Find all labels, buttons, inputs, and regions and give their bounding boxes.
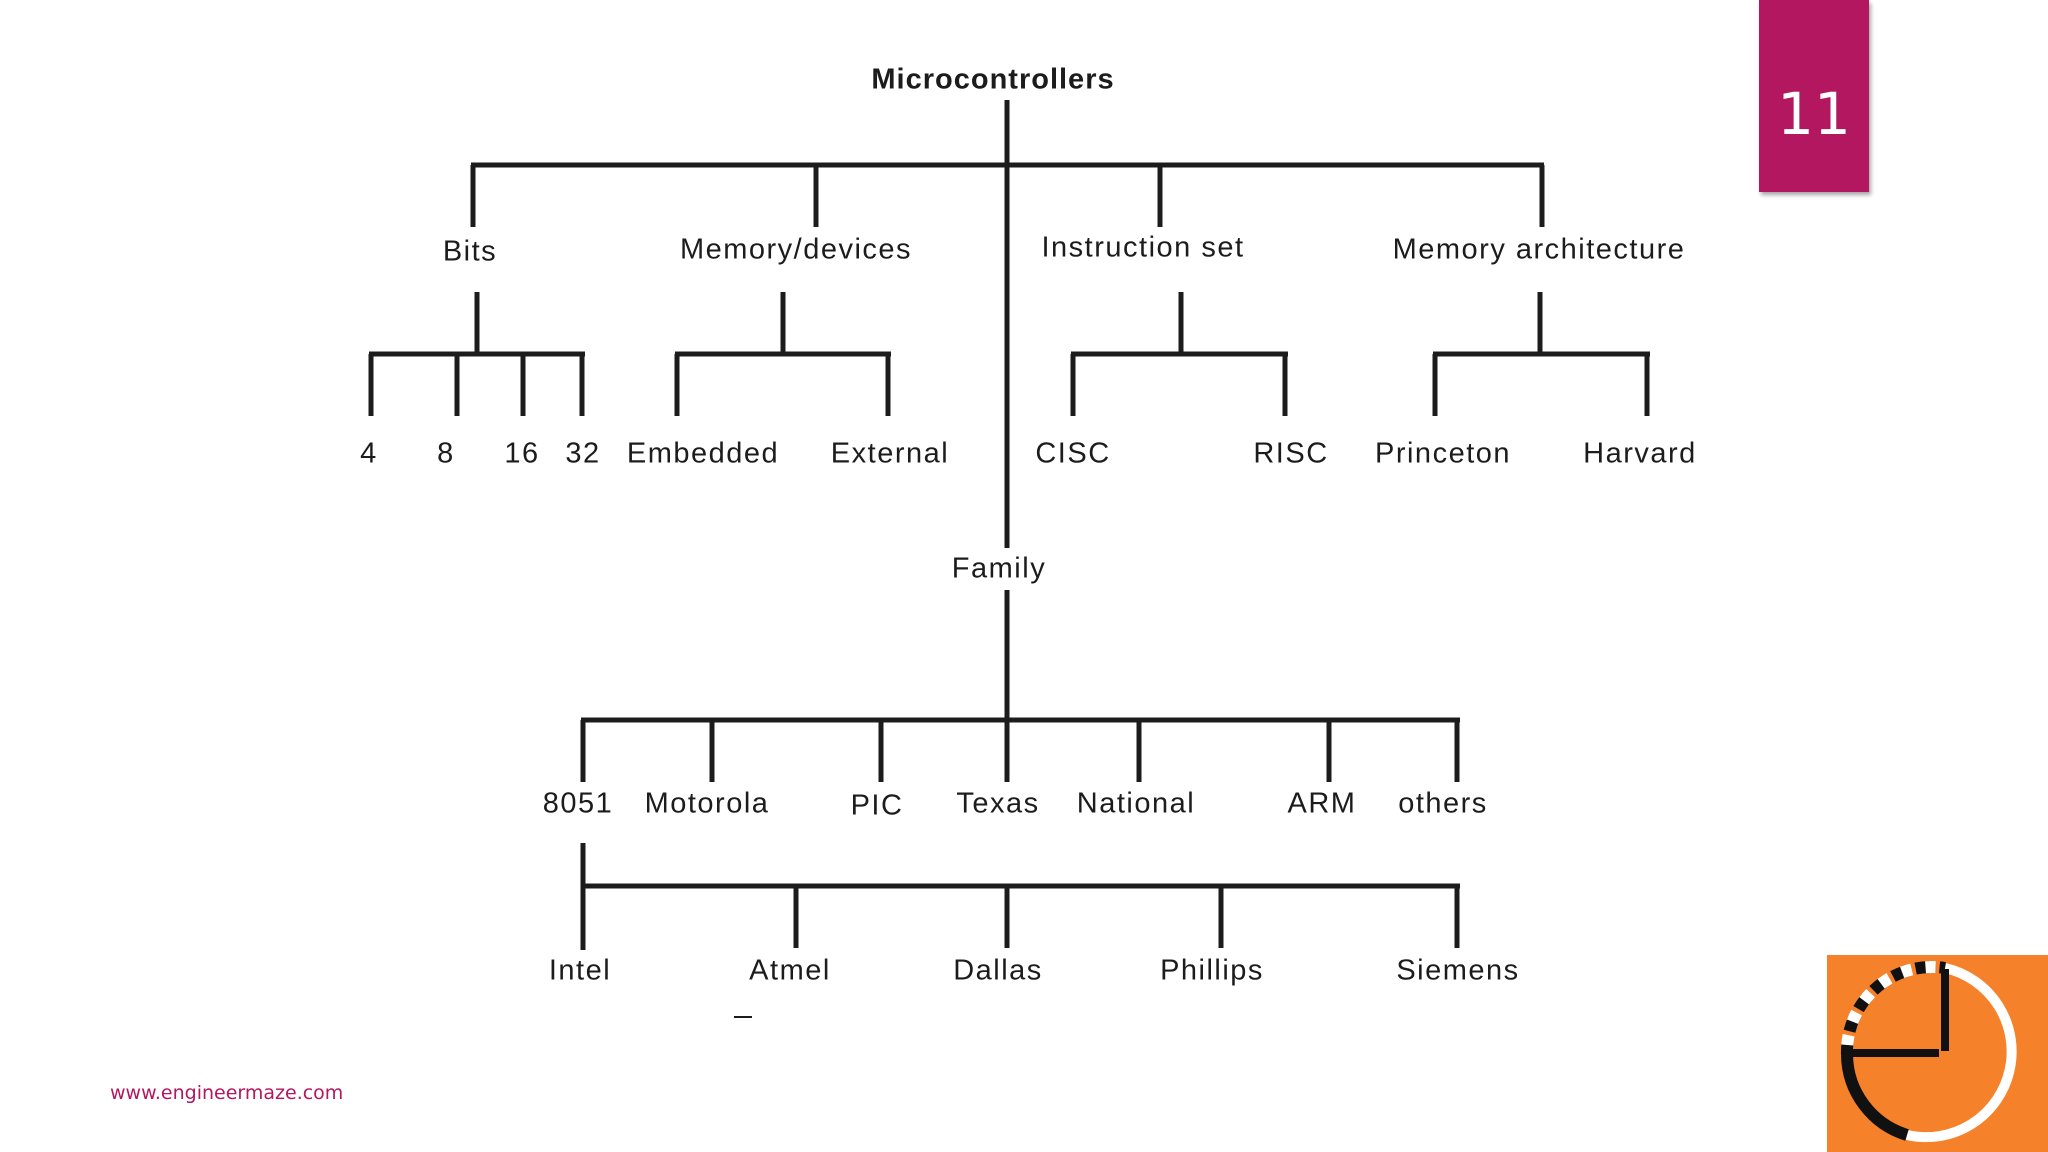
family-item: PIC <box>850 789 904 822</box>
footer-website-link[interactable]: www.engineermaze.com <box>110 1082 344 1104</box>
family-item: Texas <box>956 787 1040 820</box>
bits-option: 4 <box>360 437 378 470</box>
vendor-item: Phillips <box>1160 954 1264 987</box>
family-item: National <box>1076 787 1196 820</box>
slide-number: 11 <box>1777 80 1851 148</box>
bits-option: 16 <box>504 437 540 470</box>
category-family: Family <box>951 552 1047 585</box>
family-item: others <box>1398 787 1488 820</box>
bits-option: 32 <box>565 437 601 470</box>
tree-root-label: Microcontrollers <box>871 63 1115 96</box>
instruction-set-option: CISC <box>1035 437 1111 470</box>
category-instruction-set: Instruction set <box>1041 231 1245 264</box>
bits-option: 8 <box>437 437 455 470</box>
family-item: Motorola <box>644 787 770 820</box>
slide-number-badge: 11 <box>1759 0 1869 192</box>
category-memory-architecture: Memory architecture <box>1392 233 1686 266</box>
vendor-item: Dallas <box>953 954 1043 987</box>
memory-architecture-option: Princeton <box>1374 437 1512 470</box>
family-item: ARM <box>1287 787 1357 820</box>
vendor-item: Atmel <box>749 954 831 987</box>
engineermaze-logo-icon <box>1827 955 2048 1152</box>
memory-architecture-option: Harvard <box>1583 437 1697 470</box>
vendor-item: Siemens <box>1396 954 1520 987</box>
stray-dash-mark <box>734 1016 752 1018</box>
instruction-set-option: RISC <box>1253 437 1329 470</box>
vendor-item: Intel <box>548 954 612 987</box>
memory-devices-option: External <box>830 437 950 470</box>
memory-devices-option: Embedded <box>626 437 780 470</box>
category-memory-devices: Memory/devices <box>679 233 913 266</box>
category-bits: Bits <box>442 235 498 268</box>
family-item: 8051 <box>542 787 614 820</box>
